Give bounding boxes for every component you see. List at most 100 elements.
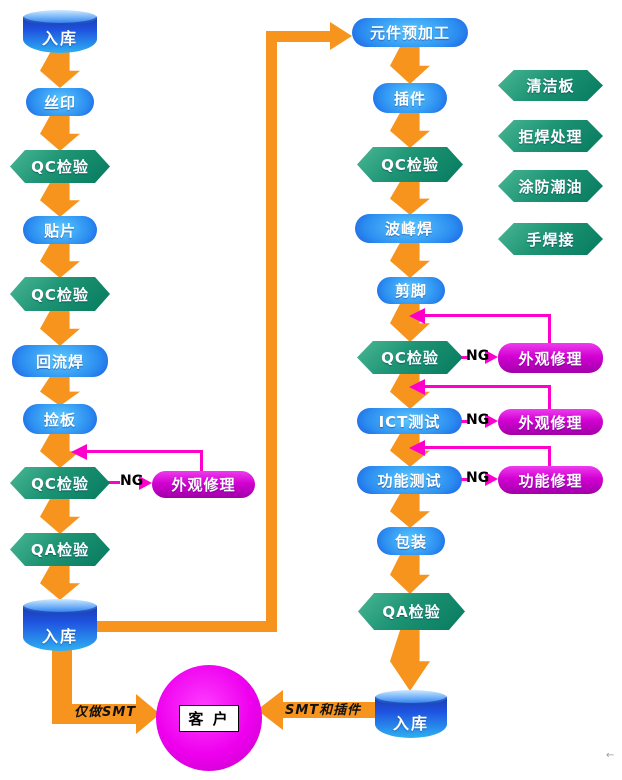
connector-storage-to-preprocess-v — [266, 31, 277, 632]
feedback-line — [87, 450, 203, 453]
connector-smtdip-h — [282, 702, 376, 718]
flow-arrow-icon — [390, 46, 430, 84]
node-silkscreen: 丝印 — [26, 88, 94, 116]
connector-storage-to-preprocess-h1 — [95, 621, 275, 632]
node-label: 入库 — [41, 627, 78, 646]
legend-solder-reject-handling: 拒焊处理 — [498, 120, 603, 152]
node-pick-place: 贴片 — [23, 216, 97, 244]
node-label: 外观修理 — [518, 413, 583, 432]
node-label: QA检验 — [382, 603, 441, 621]
ng-label: NG — [466, 412, 490, 428]
node-label: 剪脚 — [394, 282, 427, 300]
flow-arrow-icon — [40, 376, 80, 406]
node-component-preprocess: 元件预加工 — [352, 18, 468, 47]
node-function-test: 功能测试 — [357, 466, 462, 494]
ng-line — [107, 481, 120, 484]
feedback-line — [425, 314, 551, 317]
flow-arrow-icon — [40, 565, 80, 600]
legend-label: 涂防潮油 — [518, 177, 583, 196]
feedback-line — [425, 385, 551, 388]
node-label: 入库 — [41, 29, 78, 48]
node-label: 入库 — [392, 714, 429, 733]
ng-arrowhead-icon — [485, 414, 498, 428]
node-label: QC检验 — [31, 474, 89, 493]
node-label: 外观修理 — [518, 349, 583, 368]
node-appearance-repair-2: 外观修理 — [498, 409, 603, 435]
ng-label: NG — [466, 470, 490, 486]
flow-arrow-icon — [40, 498, 80, 534]
flow-arrow-icon — [40, 310, 80, 346]
legend-clean-board: 清洁板 — [498, 70, 603, 101]
node-qc-inspect-3: QC检验 — [10, 467, 110, 499]
ng-arrowhead-icon — [485, 472, 498, 486]
feedback-arrowhead-icon — [409, 440, 425, 456]
node-label: 功能修理 — [518, 471, 583, 490]
customer-label: 客 户 — [188, 709, 230, 728]
node-qc-inspect-right-2: QC检验 — [357, 341, 463, 374]
legend-label: 清洁板 — [526, 77, 575, 95]
ng-label: NG — [120, 473, 144, 489]
node-insertion: 插件 — [373, 83, 447, 113]
node-storage-in-top: 入库 — [23, 10, 97, 53]
feedback-line — [548, 385, 551, 409]
node-packaging: 包装 — [377, 527, 445, 555]
node-qa-inspect-right: QA检验 — [358, 593, 465, 630]
node-label: 插件 — [393, 89, 426, 108]
node-label: 捡板 — [43, 410, 76, 429]
node-storage-in-left-bottom: 入库 — [23, 599, 97, 651]
node-label: 包装 — [394, 532, 427, 551]
cylinder-top — [375, 690, 447, 705]
edge-label-smt-and-dip: SMT和插件 — [285, 703, 362, 718]
node-label: QC检验 — [31, 158, 89, 176]
flow-arrow-icon — [40, 115, 80, 151]
node-lead-cutting: 剪脚 — [377, 277, 445, 304]
node-label: 回流焊 — [35, 352, 84, 371]
node-label: 贴片 — [43, 221, 76, 240]
node-label: QA检验 — [30, 541, 90, 559]
flow-arrow-icon — [40, 52, 80, 88]
ng-line — [460, 478, 468, 481]
cursor-artifact: ← — [606, 750, 615, 761]
node-label: 元件预加工 — [369, 24, 450, 42]
node-qa-inspect-left: QA检验 — [10, 533, 110, 566]
feedback-arrowhead-icon — [409, 308, 425, 324]
flow-arrow-icon — [390, 242, 430, 278]
flow-arrow-icon — [390, 554, 430, 594]
node-label: ICT测试 — [378, 412, 441, 431]
node-label: 波峰焊 — [384, 220, 433, 238]
feedback-line — [200, 450, 203, 471]
node-appearance-repair-1: 外观修理 — [498, 343, 603, 373]
node-storage-in-right-bottom: 入库 — [375, 690, 447, 738]
node-customer: 客 户 — [156, 665, 262, 771]
ng-arrowhead-icon — [139, 476, 152, 490]
node-board-pick: 捡板 — [23, 404, 97, 434]
feedback-line — [548, 314, 551, 343]
flow-arrow-icon — [390, 181, 430, 215]
cylinder-top — [23, 10, 97, 25]
node-qc-inspect-right-1: QC检验 — [357, 147, 463, 182]
node-label: QC检验 — [381, 156, 439, 174]
node-appearance-repair-left: 外观修理 — [152, 471, 255, 498]
legend-hand-soldering: 手焊接 — [498, 223, 603, 255]
feedback-line — [425, 446, 551, 449]
node-ict-test: ICT测试 — [357, 408, 462, 434]
flow-arrow-icon — [390, 629, 430, 691]
node-label: QC检验 — [31, 285, 89, 304]
flow-arrow-icon — [390, 112, 430, 148]
legend-moistureproof-coating: 涂防潮油 — [498, 170, 603, 202]
ng-line — [460, 356, 468, 359]
ng-arrowhead-icon — [485, 350, 498, 364]
flow-arrow-icon — [390, 493, 430, 528]
legend-label: 手焊接 — [526, 230, 575, 249]
node-label: 外观修理 — [171, 476, 236, 494]
feedback-arrowhead-icon — [409, 379, 425, 395]
node-wave-solder: 波峰焊 — [355, 214, 463, 243]
node-function-repair: 功能修理 — [498, 466, 603, 494]
node-label: QC检验 — [381, 349, 439, 367]
feedback-line — [548, 446, 551, 466]
node-label: 丝印 — [43, 93, 76, 112]
connector-smtonly-h — [52, 704, 136, 724]
legend-label: 拒焊处理 — [518, 127, 583, 146]
customer-label-box: 客 户 — [179, 704, 239, 732]
